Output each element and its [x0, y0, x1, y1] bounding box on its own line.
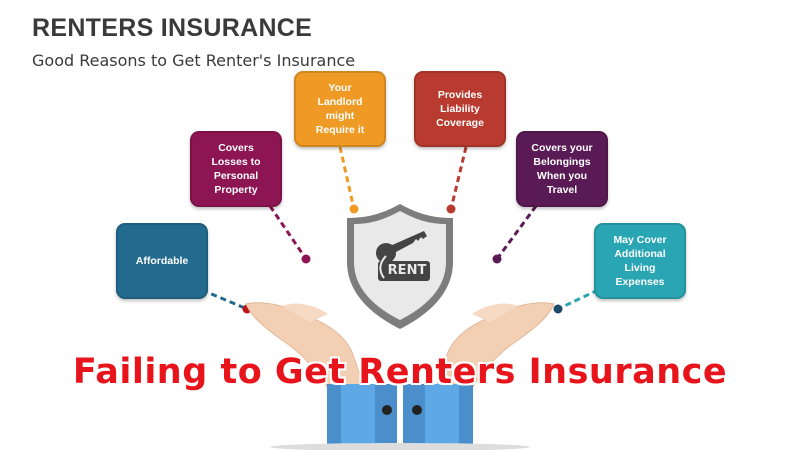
floor-shadow [270, 443, 530, 450]
dot-personal-property [301, 254, 311, 264]
connectors [201, 146, 599, 311]
cufflink-icon [412, 405, 422, 415]
reason-liability: Provides Liability Coverage [414, 71, 506, 147]
key-icon [376, 231, 430, 281]
right-cuff [403, 384, 473, 446]
reason-label: Your Landlord might Require it [315, 81, 365, 137]
reason-label: Provides Liability Coverage [436, 88, 484, 130]
reason-label: Affordable [135, 254, 189, 267]
dot-travel [492, 254, 502, 264]
reason-affordable: Affordable [116, 223, 208, 299]
reason-landlord: Your Landlord might Require it [294, 71, 386, 147]
connector-personal-property [268, 205, 308, 260]
connector-landlord [338, 146, 356, 210]
connector-living-expenses [557, 288, 599, 311]
dot-living-expenses [553, 304, 563, 314]
cufflink-icon [382, 405, 392, 415]
connector-affordable [201, 288, 248, 311]
reason-label: Covers your Belongings When you Travel [531, 141, 593, 197]
reason-living-expenses: May Cover Additional Living Expenses [594, 223, 686, 299]
reason-travel: Covers your Belongings When you Travel [516, 131, 608, 207]
connector-liability [449, 146, 468, 210]
page-subtitle: Good Reasons to Get Renter's Insurance [32, 51, 356, 70]
left-hand [245, 302, 366, 393]
reason-label: May Cover Additional Living Expenses [613, 233, 667, 289]
shield-tag-text: RENT [387, 263, 427, 278]
reason-personal-property: Covers Losses to Personal Property [190, 131, 282, 207]
page-title: RENTERS INSURANCE [32, 14, 313, 42]
reason-label: Covers Losses to Personal Property [211, 141, 261, 197]
left-cuff [327, 384, 397, 446]
connector-travel [495, 205, 538, 260]
overlay-banner-text: Failing to Get Renters Insurance [72, 352, 728, 392]
dot-liability [446, 204, 456, 214]
dot-landlord [349, 204, 359, 214]
